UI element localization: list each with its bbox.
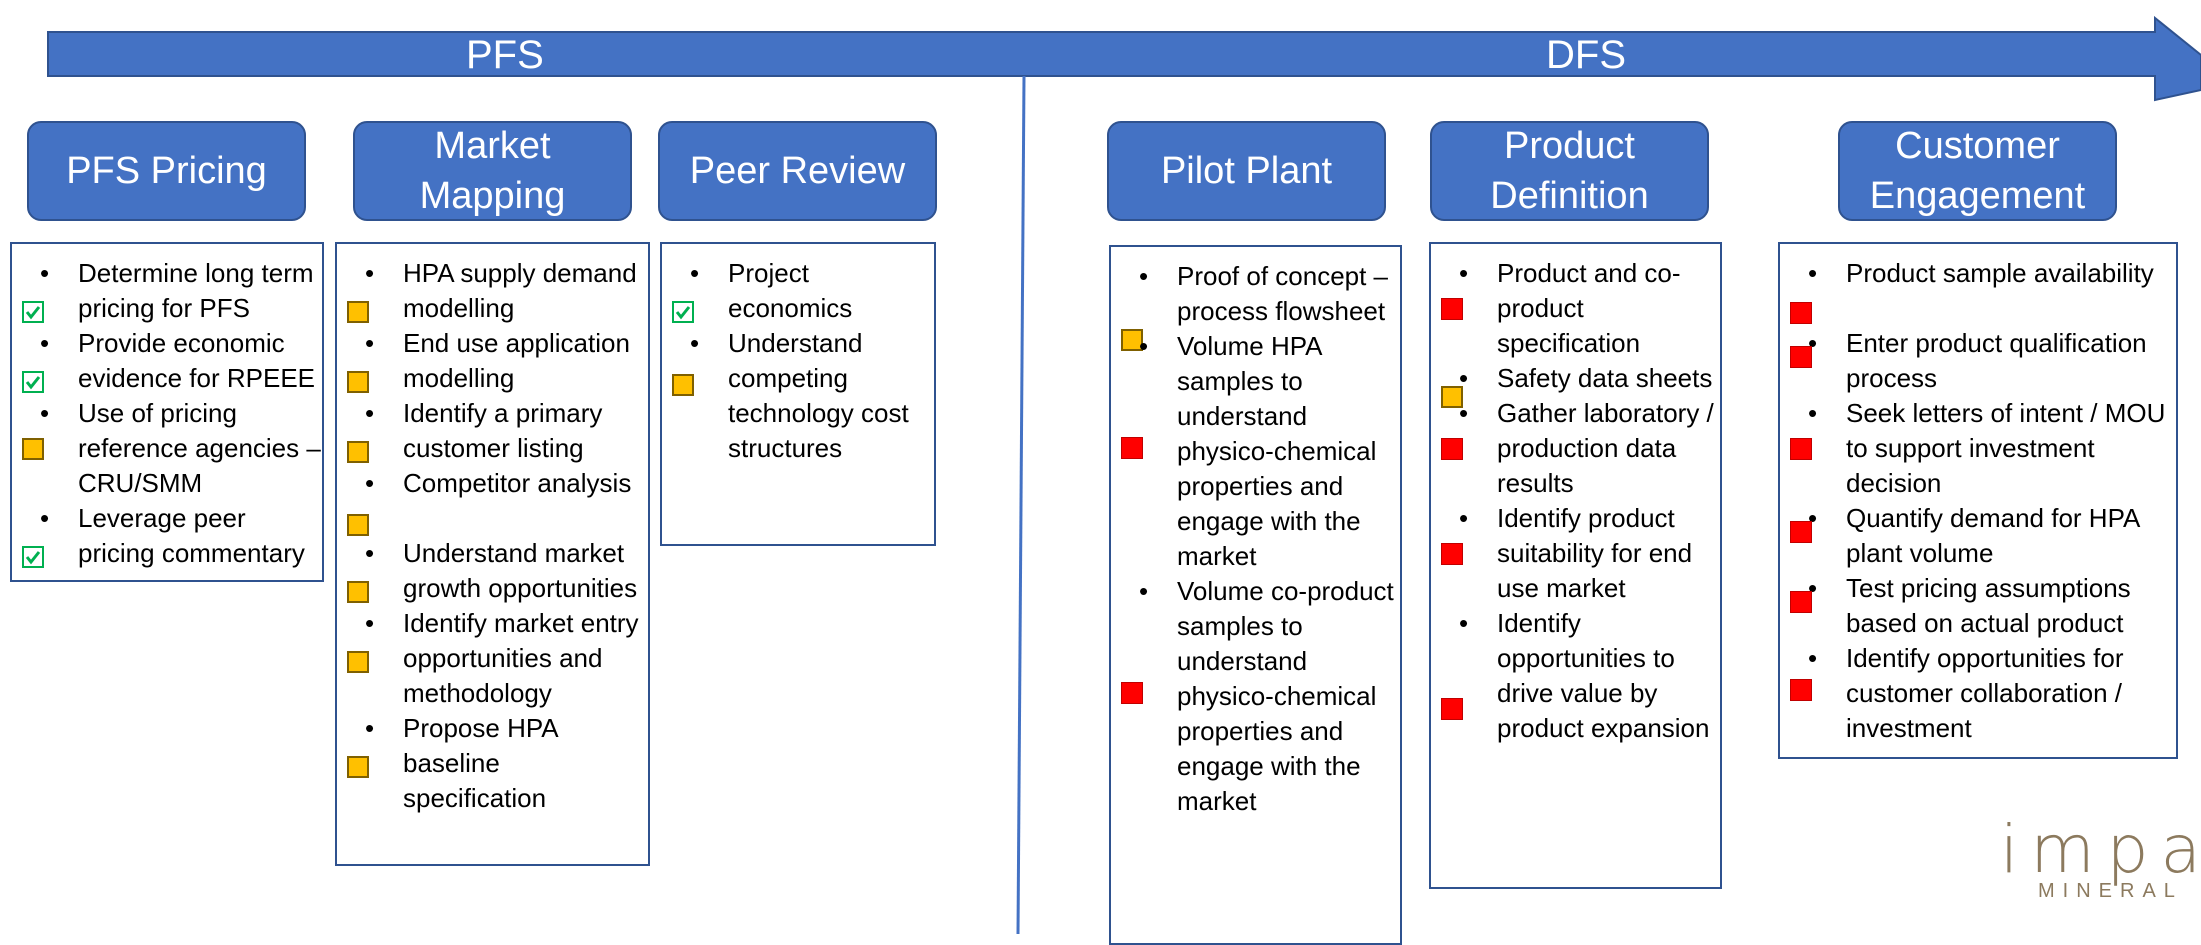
status-red-icon (1121, 682, 1143, 704)
list-item: Safety data sheets (1441, 361, 1720, 408)
box-customer-engagement: Product sample availability Enter produc… (1778, 242, 2178, 759)
status-red-icon (1441, 298, 1463, 320)
status-green-icon (672, 301, 694, 323)
status-amber-icon (347, 651, 369, 673)
phase-label-pfs: PFS (466, 33, 544, 77)
header-title: Customer Engagement (1869, 125, 2086, 217)
list-item: Test pricing assumptions based on actual… (1790, 571, 2176, 641)
status-green-icon (22, 546, 44, 568)
box-peer-review: Project economics Understand competing t… (660, 242, 936, 546)
list-item: Proof of concept – process flowsheet (1121, 259, 1400, 351)
header-title: Market Mapping (419, 125, 566, 217)
list-item: End use application modelling (347, 326, 648, 396)
logo-subtitle: MINERAL (2038, 880, 2183, 902)
header-title: Product Definition (1490, 125, 1649, 217)
list-item: Product and co-product specification (1441, 256, 1720, 361)
list-item: Understand market growth opportunities (347, 536, 648, 606)
header-customer-engagement: Customer Engagement (1838, 121, 2117, 221)
list-item: Identify opportunities to drive value by… (1441, 606, 1720, 746)
list-item: Quantify demand for HPA plant volume (1790, 501, 2176, 571)
list-item: Project economics (672, 256, 934, 326)
logo-wordmark: impa (2000, 811, 2201, 888)
company-logo: impa MINERAL (2000, 811, 2201, 903)
phase-divider (1016, 75, 1026, 934)
status-red-icon (1790, 438, 1812, 460)
list-item: Determine long term pricing for PFS (22, 256, 322, 326)
status-red-icon (1441, 698, 1463, 720)
header-market-mapping: Market Mapping (353, 121, 632, 221)
status-red-icon (1790, 302, 1812, 324)
header-title: PFS Pricing (66, 150, 267, 192)
list-item: Identify product suitability for end use… (1441, 501, 1720, 606)
header-title: Pilot Plant (1160, 150, 1333, 192)
status-red-icon (1441, 543, 1463, 565)
status-amber-icon (347, 441, 369, 463)
list-item: Volume co-product samples to understand … (1121, 574, 1400, 819)
status-green-icon (22, 371, 44, 393)
status-red-icon (1790, 346, 1812, 368)
list-item: Leverage peer pricing commentary (22, 501, 322, 571)
list-item: Identify a primary customer listing (347, 396, 648, 466)
list-item: Understand competing technology cost str… (672, 326, 934, 466)
list-item: Product sample availability (1790, 256, 2176, 326)
header-title: Peer Review (689, 150, 906, 192)
status-amber-icon (347, 756, 369, 778)
status-amber-icon (672, 374, 694, 396)
list-item: Enter product qualification process (1790, 326, 2176, 396)
list-item: Volume HPA samples to understand physico… (1121, 329, 1400, 574)
list-item: Competitor analysis (347, 466, 648, 536)
status-green-icon (22, 301, 44, 323)
header-pilot-plant: Pilot Plant (1107, 121, 1386, 221)
list-item: Use of pricing reference agencies – CRU/… (22, 396, 322, 501)
list-item: Identify opportunities for customer coll… (1790, 641, 2176, 746)
status-red-icon (1790, 679, 1812, 701)
status-red-icon (1790, 591, 1812, 613)
status-amber-icon (347, 371, 369, 393)
status-red-icon (1441, 438, 1463, 460)
box-pilot-plant: Proof of concept – process flowsheet Vol… (1109, 245, 1402, 945)
status-red-icon (1790, 521, 1812, 543)
list-item: Gather laboratory / production data resu… (1441, 396, 1720, 501)
list-item: Identify market entry opportunities and … (347, 606, 648, 711)
header-product-definition: Product Definition (1430, 121, 1709, 221)
box-product-definition: Product and co-product specification Saf… (1429, 242, 1722, 889)
box-pfs-pricing: Determine long term pricing for PFS Prov… (10, 242, 324, 582)
header-pfs-pricing: PFS Pricing (27, 121, 306, 221)
status-amber-icon (347, 301, 369, 323)
status-amber-icon (22, 438, 44, 460)
list-item: HPA supply demand modelling (347, 256, 648, 326)
header-peer-review: Peer Review (658, 121, 937, 221)
list-item: Propose HPA baseline specification (347, 711, 648, 816)
box-market-mapping: HPA supply demand modelling End use appl… (335, 242, 650, 866)
status-red-icon (1121, 437, 1143, 459)
phase-label-dfs: DFS (1546, 33, 1626, 77)
list-item: Provide economic evidence for RPEEE (22, 326, 322, 396)
list-item: Seek letters of intent / MOU to support … (1790, 396, 2176, 501)
status-amber-icon (347, 514, 369, 536)
status-amber-icon (347, 581, 369, 603)
